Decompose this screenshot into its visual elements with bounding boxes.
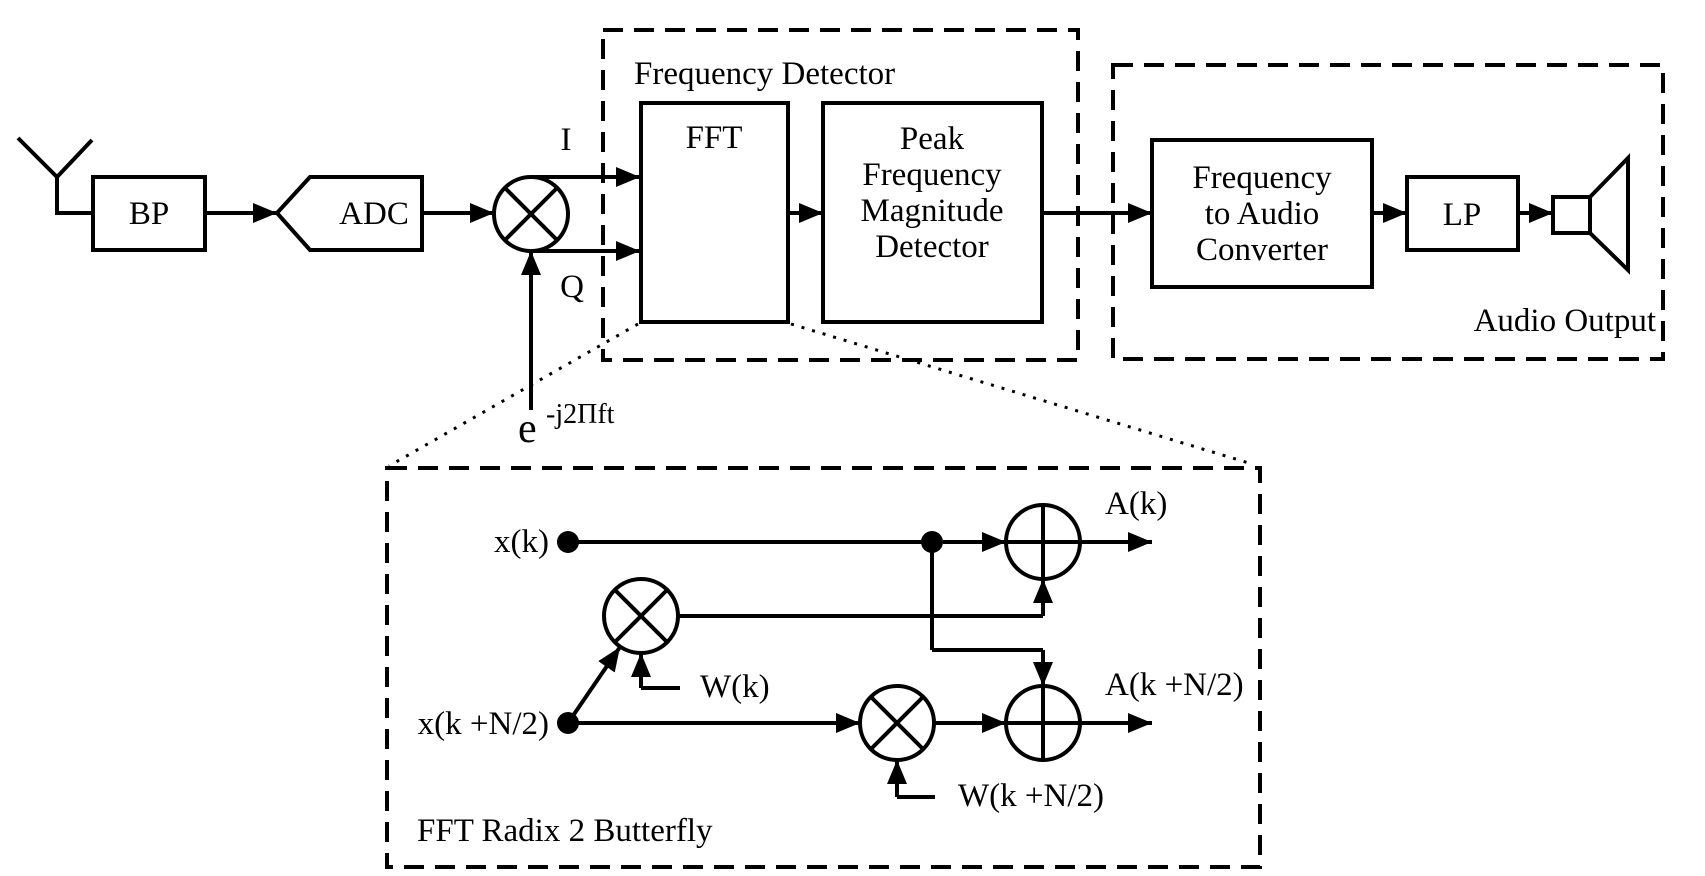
- lower-multiplier-icon: [858, 684, 936, 762]
- akn2-output-label: A(k +N/2): [1105, 667, 1244, 703]
- wk-label: W(k): [700, 669, 770, 705]
- adc-block: ADC: [274, 175, 424, 252]
- expansion-dotted-line-right: [790, 322, 1253, 466]
- butterfly-group-box: [385, 466, 1262, 869]
- lp-label: LP: [1443, 197, 1482, 233]
- frequency-detector-group-label: Frequency Detector: [634, 56, 895, 92]
- bp-label: BP: [129, 196, 169, 232]
- wkn2-input: W(k +N/2): [887, 760, 1104, 814]
- butterfly-group-label: FFT Radix 2 Butterfly: [417, 813, 713, 849]
- speaker-icon: [1551, 153, 1630, 275]
- wk-input: W(k): [631, 653, 770, 705]
- xk-input-label: x(k): [494, 524, 549, 560]
- lo-exponential-label: e -j2Πft: [518, 399, 615, 452]
- xkn2-input-label: x(k +N/2): [418, 706, 549, 742]
- antenna-icon: [16, 136, 94, 215]
- freq-to-audio-label-line2: to Audio: [1205, 196, 1320, 232]
- fft-label: FFT: [686, 120, 743, 156]
- freq-to-audio-label-line1: Frequency: [1192, 160, 1332, 196]
- xk-cross-path: [930, 542, 1053, 686]
- adc-label: ADC: [339, 196, 409, 232]
- peak-detector-block: Peak Frequency Magnitude Detector: [821, 101, 1044, 324]
- upper-adder-icon: [1004, 503, 1082, 581]
- expansion-dotted-line-left: [388, 322, 639, 468]
- audio-output-group-box: [1111, 63, 1665, 361]
- peak-detector-label-line4: Detector: [875, 229, 989, 265]
- lo-base-text: e: [518, 406, 537, 452]
- freq-to-audio-block: Frequency to Audio Converter: [1150, 138, 1374, 289]
- upper-multiplier-icon: [602, 577, 680, 655]
- wkn2-label: W(k +N/2): [958, 778, 1104, 814]
- lower-adder-icon: [1004, 684, 1082, 762]
- freq-to-audio-label-line3: Converter: [1196, 232, 1328, 268]
- bp-block: BP: [91, 175, 207, 252]
- frequency-detector-group-box: [601, 28, 1080, 362]
- peak-detector-label-line2: Frequency: [862, 157, 1002, 193]
- multiplier-icon: [492, 175, 570, 253]
- upper-multiplier-output-path: [678, 579, 1053, 618]
- audio-output-group-label: Audio Output: [1474, 303, 1656, 339]
- ak-output-label: A(k): [1105, 486, 1167, 522]
- peak-detector-label-line1: Peak: [900, 121, 965, 157]
- i-signal-label: I: [561, 122, 572, 158]
- lp-block: LP: [1405, 175, 1520, 252]
- fft-block: FFT: [639, 101, 790, 324]
- arrow-xkn2-to-upper-multiplier: [566, 645, 622, 725]
- q-signal-label: Q: [560, 269, 584, 305]
- peak-detector-label-line3: Magnitude: [861, 193, 1004, 229]
- lo-exponent-text: -j2Πft: [546, 399, 615, 430]
